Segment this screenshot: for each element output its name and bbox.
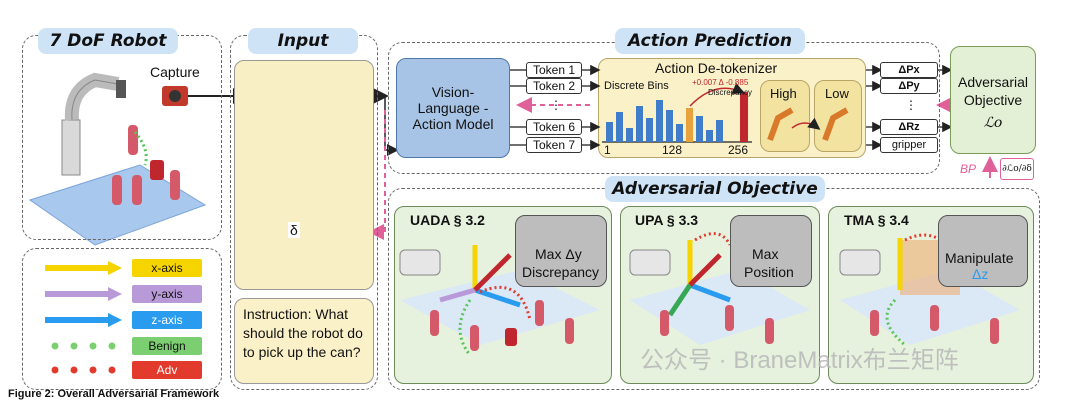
tma-objective-box bbox=[938, 215, 1028, 287]
delta-ellipsis: ⋮ bbox=[905, 98, 917, 112]
legend-panel bbox=[22, 248, 222, 390]
discrepancy-label: Discrepancy bbox=[708, 88, 753, 97]
action-prediction-title: Action Prediction bbox=[615, 28, 805, 54]
tma-title: TMA § 3.4 bbox=[844, 212, 909, 228]
upa-box-text-1: Max bbox=[752, 246, 779, 262]
bp-label: BP bbox=[960, 162, 977, 176]
uada-box-text-1: Max Δy bbox=[535, 246, 582, 262]
upa-box-text-2: Position bbox=[744, 264, 794, 280]
bin-tick-1: 1 bbox=[604, 143, 611, 157]
delta-symbol: δ bbox=[288, 222, 300, 238]
objective-title: Adversarial Objective bbox=[957, 74, 1029, 108]
gradient-box: ∂ℒo/∂δ bbox=[1000, 158, 1034, 180]
token-2: Token 2 bbox=[526, 78, 582, 94]
vla-model-box: Vision-Language -Action Model bbox=[396, 58, 510, 158]
delta-py: ΔPy bbox=[880, 78, 938, 94]
figure-caption: Figure 2: Overall Adversarial Framework bbox=[8, 388, 220, 400]
legend-graphics bbox=[45, 261, 122, 374]
uada-title: UADA § 3.2 bbox=[410, 212, 485, 228]
objective-box: Adversarial Objective ℒo bbox=[950, 46, 1036, 154]
low-label: Low bbox=[825, 86, 849, 101]
upa-title: UPA § 3.3 bbox=[635, 212, 699, 228]
legend-z-axis: z-axis bbox=[132, 311, 202, 329]
upa-objective-box bbox=[730, 215, 812, 287]
token-7: Token 7 bbox=[526, 137, 582, 153]
token-6: Token 6 bbox=[526, 119, 582, 135]
watermark: 公众号 · BraneMatrix布兰矩阵 bbox=[640, 347, 959, 374]
token-1: Token 1 bbox=[526, 62, 582, 78]
bin-tick-128: 128 bbox=[662, 143, 683, 157]
delta-px: ΔPx bbox=[880, 62, 938, 78]
instruction-box: Instruction: What should the robot do to… bbox=[234, 298, 374, 384]
delta-gripper: gripper bbox=[880, 137, 938, 153]
legend-y-axis: y-axis bbox=[132, 285, 202, 303]
bin-tick-256: 256 bbox=[728, 143, 749, 157]
tma-box-text-1: Manipulate bbox=[945, 250, 1014, 266]
discrepancy-value: +0.007 Δ -0.885 bbox=[692, 78, 749, 87]
legend-benign: Benign bbox=[132, 337, 202, 355]
adversarial-objective-title: Adversarial Objective bbox=[605, 176, 825, 202]
uada-box-text-2: Discrepancy bbox=[522, 264, 600, 280]
input-panel-title: Input bbox=[248, 28, 358, 54]
robot-scene bbox=[28, 72, 207, 246]
gradient-label: ∂ℒo/∂δ bbox=[1002, 164, 1032, 174]
legend-x-axis: x-axis bbox=[132, 259, 202, 277]
robot-arm-icons bbox=[767, 107, 849, 142]
bins-label: Discrete Bins bbox=[604, 80, 669, 92]
tma-box-text-2: Δz bbox=[972, 266, 989, 282]
delta-rz: ΔRz bbox=[880, 119, 938, 135]
legend-adv: Adv bbox=[132, 361, 202, 379]
token-ellipsis: ⋮ bbox=[550, 98, 562, 112]
detokenizer-title: Action De-tokenizer bbox=[655, 60, 778, 76]
robot-panel-title: 7 DoF Robot bbox=[38, 28, 178, 54]
capture-label: Capture bbox=[150, 64, 200, 80]
vla-model-label: Vision-Language -Action Model bbox=[412, 84, 494, 132]
discrete-bins-chart bbox=[602, 82, 752, 143]
instruction-text: Instruction: What should the robot do to… bbox=[243, 306, 363, 360]
uada-objective-box bbox=[515, 215, 607, 287]
high-label: High bbox=[770, 86, 797, 101]
input-image-frame bbox=[234, 60, 374, 290]
objective-symbol: ℒo bbox=[983, 115, 1003, 131]
